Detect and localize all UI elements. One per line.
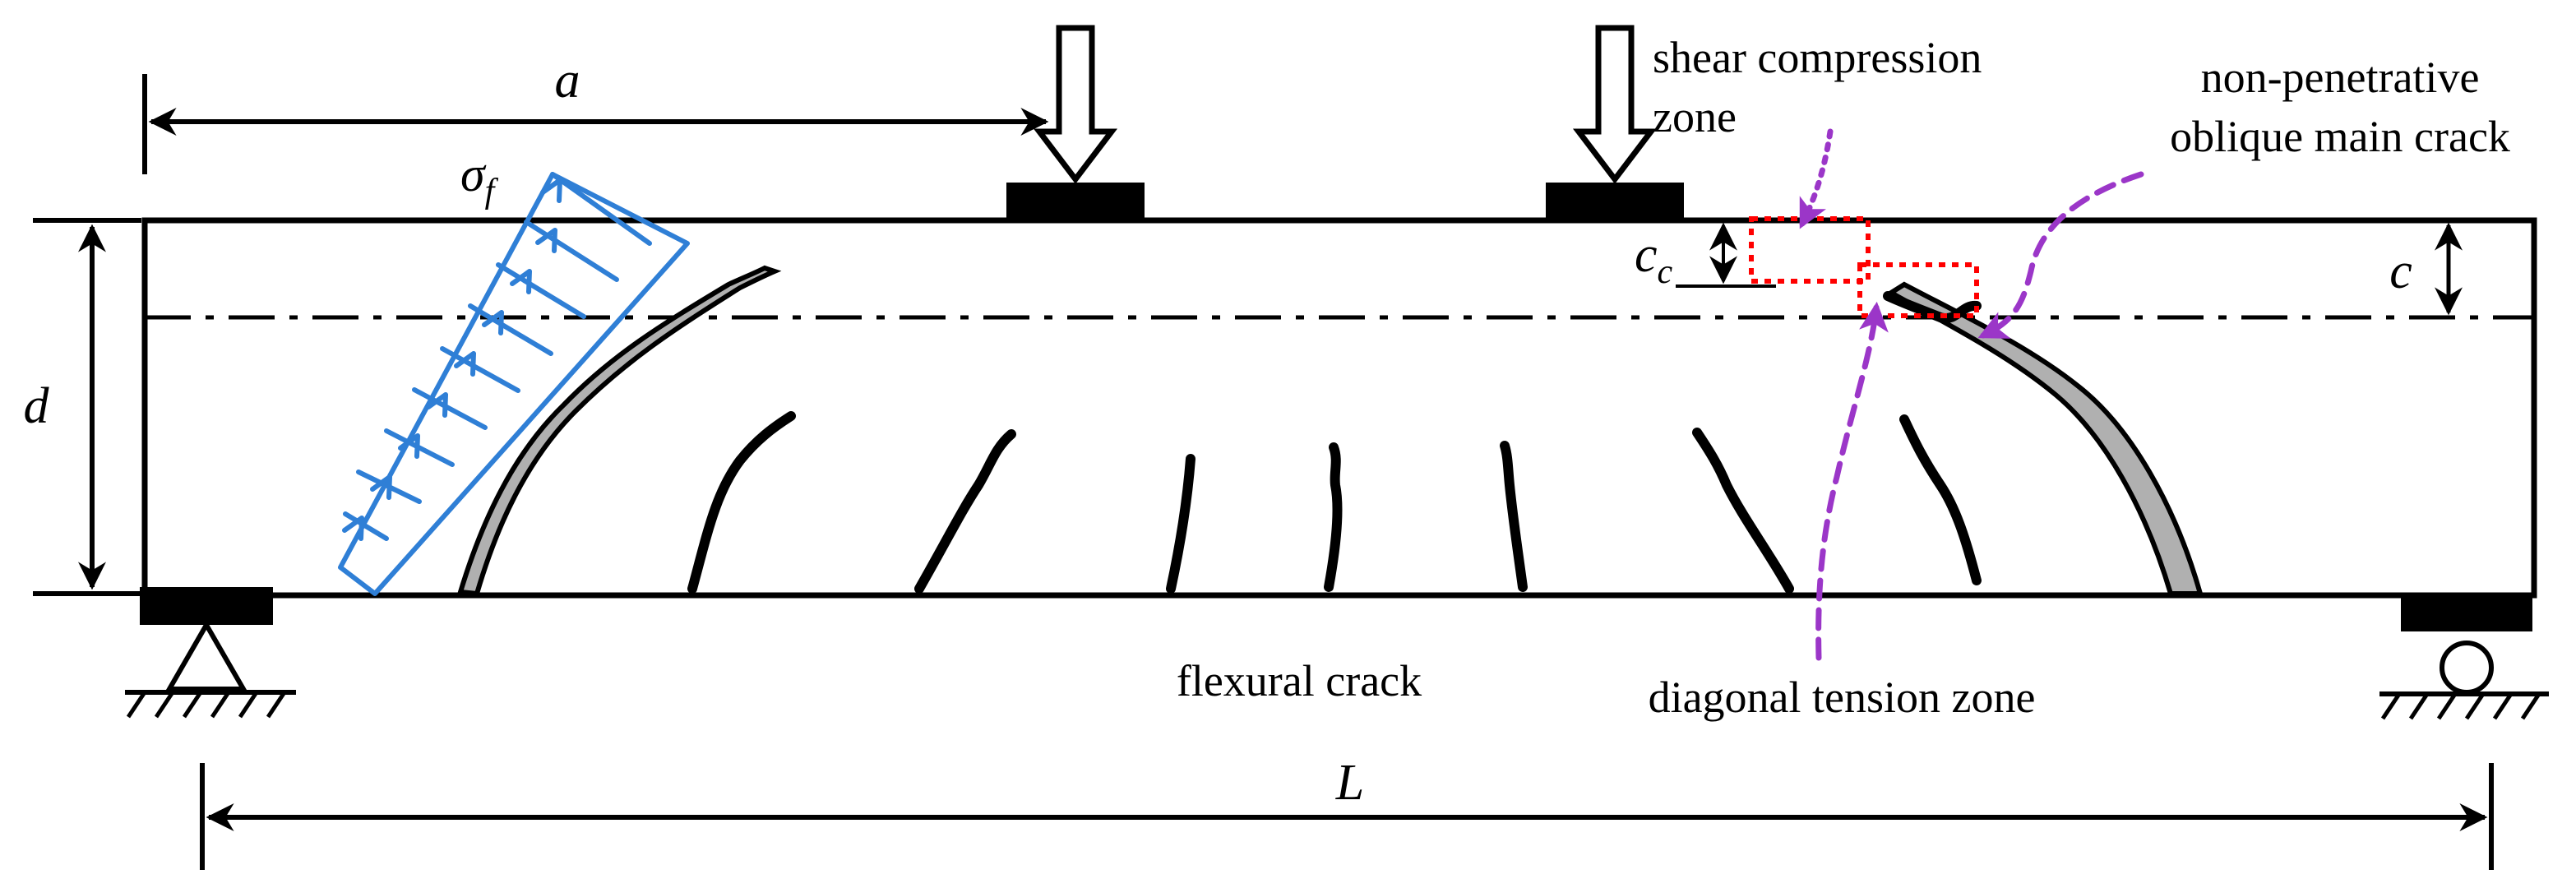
label-sigma: σ: [460, 147, 487, 201]
label-sigma-f: σf: [460, 147, 499, 210]
label-flexural-crack: flexural crack: [1177, 656, 1422, 705]
dimension-cc: [1676, 222, 1776, 288]
label-shear-compression-zone-line2: zone: [1653, 92, 1737, 141]
roller-support: [2379, 595, 2549, 720]
dimension-L: [200, 763, 2494, 870]
label-cc: cc: [1635, 227, 1673, 291]
label-d: d: [24, 378, 50, 434]
shear-compression-zone-box: [1749, 216, 1871, 284]
dimension-a: [142, 74, 1049, 174]
label-sigma-subscript: f: [485, 173, 499, 210]
label-shear-compression-zone-line1: shear compression: [1653, 33, 1982, 82]
label-main-crack-line2: oblique main crack: [2170, 112, 2510, 161]
diagonal-tension-zone-box: [1857, 262, 1979, 318]
label-a: a: [555, 53, 580, 109]
label-L: L: [1335, 755, 1364, 811]
label-main-crack-line1: non-penetrative: [2201, 53, 2480, 102]
main-crack-pointer-arrow: [1977, 171, 2144, 339]
shear-zone-pointer-arrow: [1799, 128, 1834, 229]
beam-outline: [141, 217, 2537, 599]
label-cc-main: c: [1635, 227, 1658, 283]
main-crack-right: [1886, 281, 2204, 596]
tension-zone-pointer-arrow: [1815, 301, 1889, 661]
dimension-d: [33, 218, 141, 596]
main-crack-left: [457, 265, 782, 597]
label-diagonal-tension-zone: diagonal tension zone: [1649, 673, 2036, 722]
label-c: c: [2389, 243, 2412, 299]
load-plate-right: [1546, 183, 1684, 220]
flexural-crack-marks: [687, 291, 1982, 594]
stress-distribution-diagram: [338, 172, 690, 596]
pin-support: [125, 587, 296, 719]
label-cc-subscript: c: [1658, 253, 1673, 291]
load-plate-left: [1006, 183, 1145, 220]
load-arrow-right: [1572, 25, 1658, 184]
load-arrow-left: [1033, 25, 1118, 184]
